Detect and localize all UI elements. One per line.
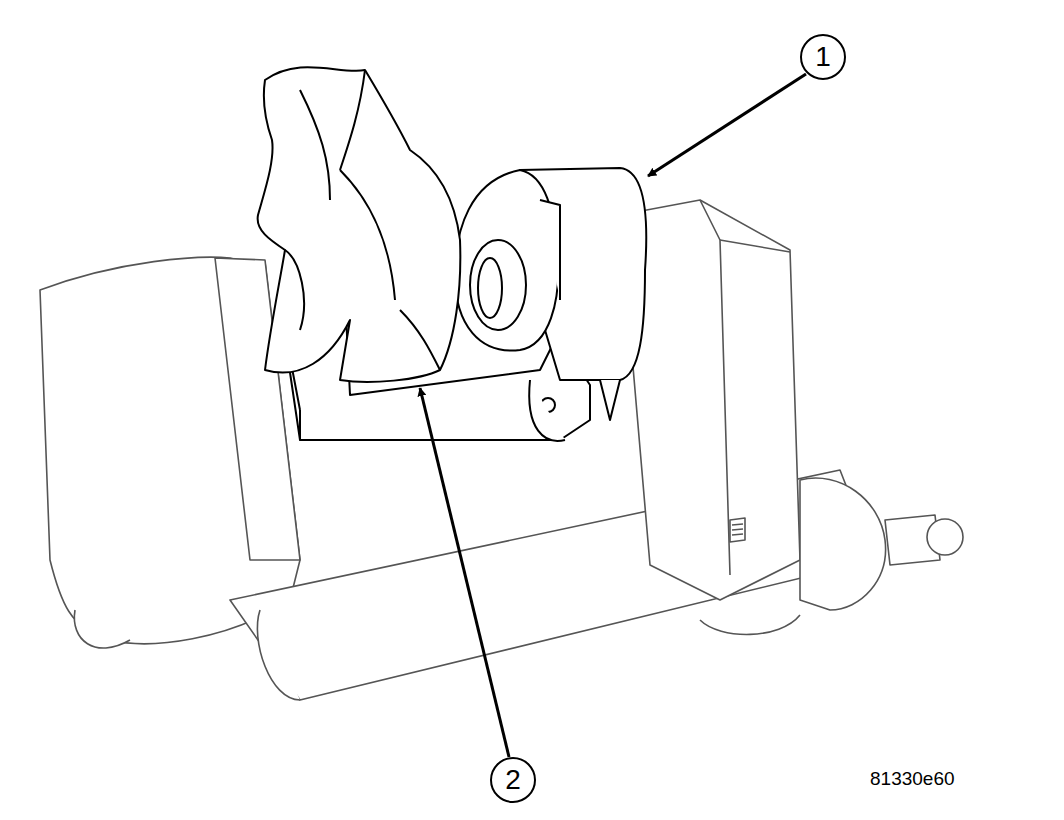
callout-number: 2 [493, 766, 533, 794]
figure-id: 81330e60 [870, 769, 955, 788]
callout-number: 1 [803, 43, 843, 71]
